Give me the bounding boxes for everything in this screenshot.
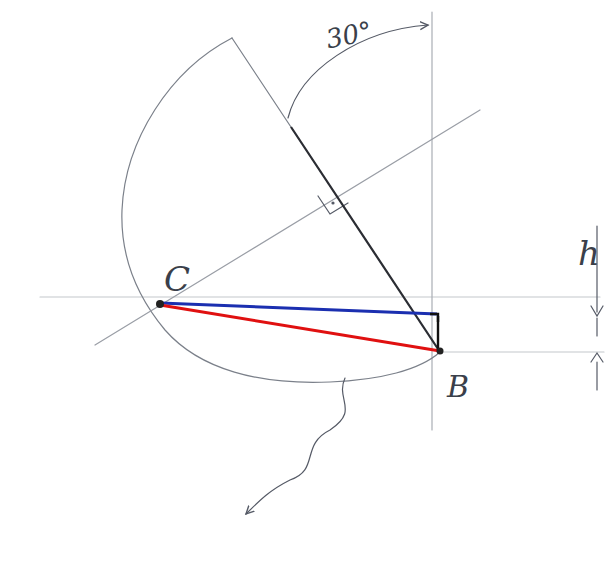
dimension-label: h — [578, 236, 600, 270]
point-label: C — [164, 262, 190, 296]
angle-label: 30° — [324, 17, 374, 52]
point-label: B — [447, 372, 469, 402]
